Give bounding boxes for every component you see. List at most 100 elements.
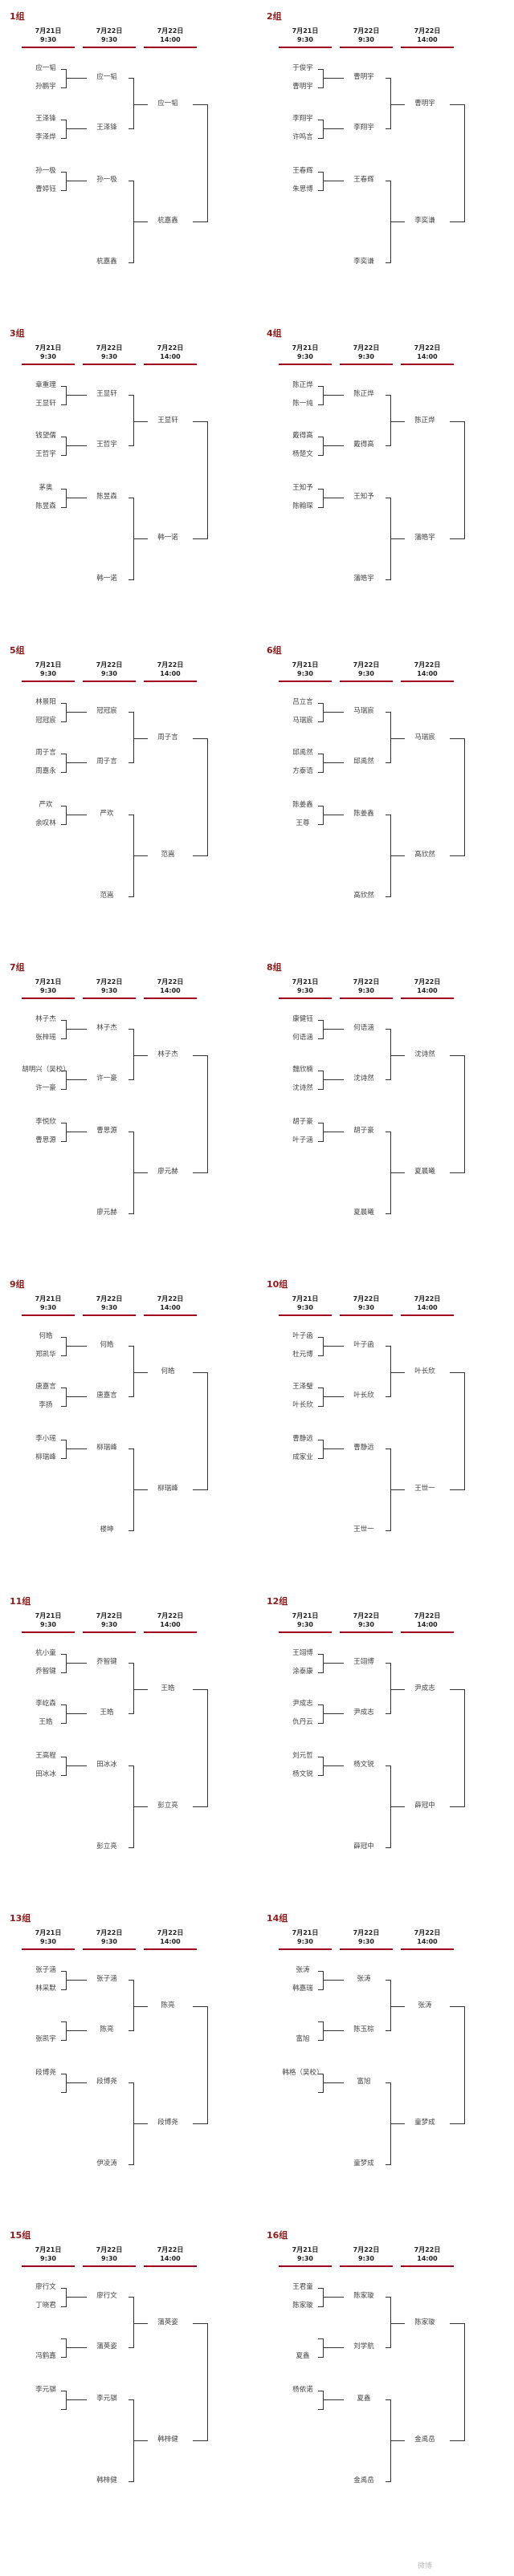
player-name-round3: 范嵩: [161, 851, 175, 859]
round-time: 9:30: [358, 1938, 374, 1945]
bracket-line: [318, 1141, 323, 1142]
bracket-line: [66, 1765, 87, 1766]
bracket-line: [61, 1141, 66, 1142]
bracket-line: [318, 806, 323, 807]
bracket-line: [450, 738, 464, 739]
round-date: 7月22日: [414, 661, 441, 668]
player-name-round1: 李悦欣: [35, 1118, 56, 1126]
bracket-line: [66, 437, 67, 456]
bracket-line: [133, 1372, 148, 1373]
bracket-line: [66, 445, 87, 446]
bracket-line: [390, 1489, 405, 1490]
player-name-round3: 陈亮: [161, 2001, 175, 2009]
group-title: 15组: [10, 2230, 31, 2241]
player-name-round1: 许鸣言: [292, 133, 313, 141]
bracket-line: [318, 1089, 323, 1090]
player-name-round1: 胡明兴（吴校）: [22, 1066, 70, 1074]
bracket-line: [207, 2323, 208, 2441]
player-name-round3: 王显轩: [157, 416, 178, 425]
round-date: 7月21日: [35, 1929, 62, 1936]
bracket-line: [193, 104, 207, 105]
round-date: 7月21日: [292, 344, 319, 351]
player-name-round1: 何皓: [39, 1332, 53, 1340]
bracket-line: [193, 855, 207, 856]
bracket-line: [386, 712, 390, 713]
bracket-line: [66, 2347, 87, 2348]
player-name-round2: 高欣然: [353, 892, 374, 900]
player-name-round1: 杭小童: [35, 1649, 56, 1657]
round-time: 9:30: [40, 1621, 56, 1628]
player-name-round1: 章重理: [35, 381, 56, 389]
bracket-line: [61, 138, 66, 139]
player-name-round2: 夏鑫: [357, 2395, 371, 2403]
player-name-round3: 蒲英姿: [157, 2318, 178, 2326]
round-date: 7月22日: [157, 27, 184, 35]
bracket-line: [323, 703, 324, 722]
bracket-line: [323, 1448, 344, 1449]
player-name-round1: 丁晓君: [35, 2302, 56, 2310]
bracket-line: [61, 2092, 66, 2093]
bracket-line: [323, 2399, 344, 2400]
player-name-round2: 杭嘉鑫: [96, 258, 117, 266]
bracket-line: [318, 386, 323, 387]
bracket-line: [193, 1372, 207, 1373]
player-name-round1: 余叹林: [35, 819, 56, 827]
bracket-line: [318, 1723, 323, 1724]
player-name-round1: 廖行文: [35, 2283, 56, 2291]
player-name-round1: 杨文锐: [292, 1770, 313, 1778]
bracket-line: [450, 104, 464, 105]
player-name-round1: 陈姜鑫: [292, 801, 313, 809]
bracket-line: [133, 104, 148, 105]
round-time: 9:30: [40, 353, 56, 360]
round-date: 7月22日: [353, 2246, 380, 2253]
bracket-line: [128, 1396, 133, 1397]
player-name-round3: 夏晨曦: [414, 1168, 435, 1176]
player-name-round1: 康健钰: [292, 1015, 313, 1023]
bracket-line: [323, 1346, 344, 1347]
bracket-line: [61, 2357, 66, 2358]
round-header-underline: [279, 1948, 332, 1950]
player-name-round2: 冠冠宸: [96, 707, 117, 715]
bracket-line: [128, 896, 133, 897]
bracket-line: [323, 754, 324, 773]
player-name-round2: 薛冠中: [353, 1843, 374, 1851]
player-name-round1: 何语涵: [292, 1034, 313, 1042]
bracket-line: [390, 1806, 405, 1807]
player-name-round2: 富旭: [357, 2078, 371, 2086]
round-date: 7月22日: [157, 661, 184, 668]
round-date: 7月21日: [35, 978, 62, 985]
bracket-line: [390, 104, 405, 105]
player-name-round2: 伊凌涛: [96, 2160, 117, 2168]
bracket-line: [61, 1406, 66, 1407]
bracket-line: [207, 1055, 208, 1173]
bracket-line: [450, 1055, 464, 1056]
player-name-round1: 陈正烨: [292, 381, 313, 389]
bracket-line: [61, 1989, 66, 1990]
bracket-line: [66, 2338, 67, 2358]
player-name-round1: 曹静远: [292, 1435, 313, 1443]
round-header-underline: [279, 997, 332, 999]
bracket-line: [207, 421, 208, 539]
player-name-round2: 周子言: [96, 758, 117, 766]
round-header-underline: [340, 364, 393, 365]
bracket-line: [450, 1806, 464, 1807]
player-name-round1: 陈家璇: [292, 2302, 313, 2310]
bracket-line: [318, 1971, 323, 1972]
player-name-round1: 方泰语: [292, 767, 313, 775]
bracket-line: [66, 1396, 87, 1397]
player-name-round1: 戴得高: [292, 432, 313, 440]
bracket-line: [128, 1847, 133, 1848]
bracket-line: [128, 2481, 133, 2482]
player-name-round2: 林子杰: [96, 1024, 117, 1032]
bracket-line: [318, 2092, 323, 2093]
bracket-line: [61, 703, 66, 704]
